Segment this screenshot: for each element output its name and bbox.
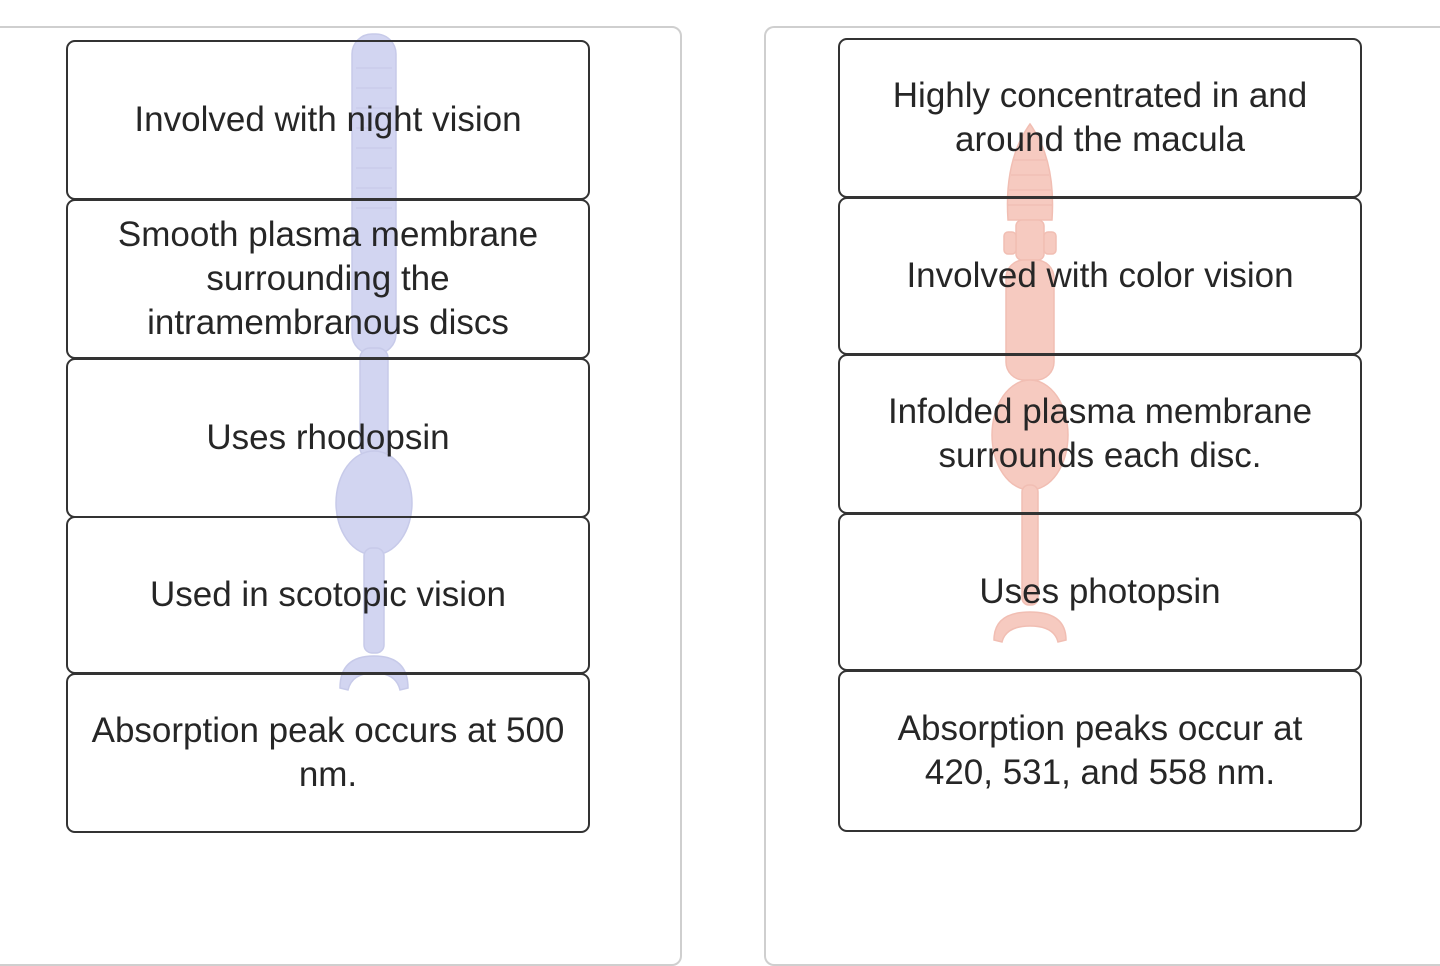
- card-label: Involved with color vision: [906, 256, 1294, 295]
- cone-card-2[interactable]: Involved with color vision: [838, 197, 1362, 355]
- card-label: Smooth plasma membrane surrounding the i…: [117, 215, 539, 342]
- cone-card-5[interactable]: Absorption peaks occur at 420, 531, and …: [838, 670, 1362, 832]
- card-label: Absorption peak occurs at 500 nm.: [91, 711, 565, 794]
- rod-card-2[interactable]: Smooth plasma membrane surrounding the i…: [66, 199, 590, 359]
- card-label: Infolded plasma membrane surrounds each …: [887, 392, 1313, 475]
- card-label: Involved with night vision: [134, 100, 522, 139]
- rod-card-5[interactable]: Absorption peak occurs at 500 nm.: [66, 673, 590, 833]
- cone-card-4[interactable]: Uses photopsin: [838, 513, 1362, 671]
- rod-card-4[interactable]: Used in scotopic vision: [66, 516, 590, 674]
- rod-card-1[interactable]: Involved with night vision: [66, 40, 590, 200]
- cone-card-1[interactable]: Highly concentrated in and around the ma…: [838, 38, 1362, 198]
- cone-card-3[interactable]: Infolded plasma membrane surrounds each …: [838, 354, 1362, 514]
- rod-card-3[interactable]: Uses rhodopsin: [66, 358, 590, 518]
- card-label: Uses rhodopsin: [206, 418, 450, 457]
- cone-drop-zone[interactable]: [764, 26, 1440, 966]
- card-label: Absorption peaks occur at 420, 531, and …: [897, 709, 1303, 792]
- card-label: Used in scotopic vision: [150, 575, 506, 614]
- card-label: Highly concentrated in and around the ma…: [892, 76, 1308, 159]
- card-label: Uses photopsin: [979, 572, 1221, 611]
